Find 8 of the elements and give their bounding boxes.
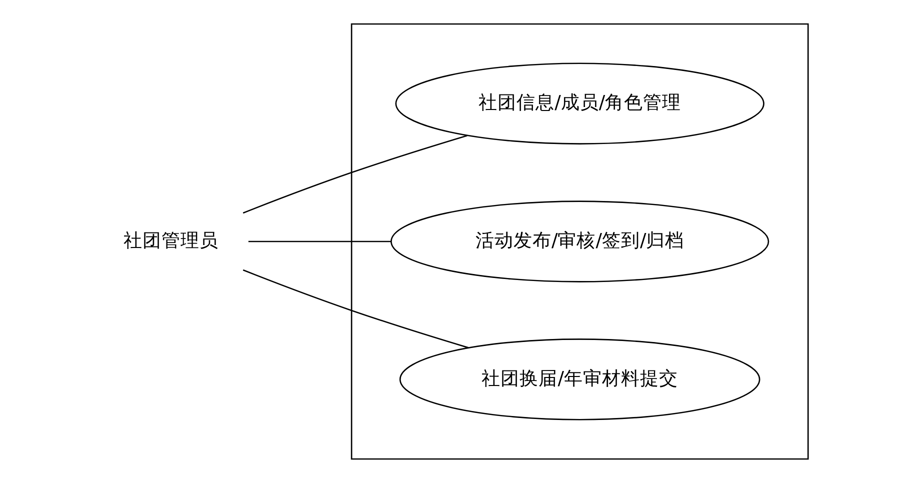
node-text: 社团管理员 xyxy=(123,230,218,252)
connector xyxy=(248,240,391,242)
node-ellipse: 活动发布/审核/签到/归档 xyxy=(390,200,769,282)
node-ellipse: 社团信息/成员/角色管理 xyxy=(394,62,764,144)
node-ellipse: 社团换届/年审材料提交 xyxy=(398,338,760,420)
cluster xyxy=(350,23,808,460)
connector xyxy=(242,135,467,214)
connector xyxy=(242,269,468,348)
